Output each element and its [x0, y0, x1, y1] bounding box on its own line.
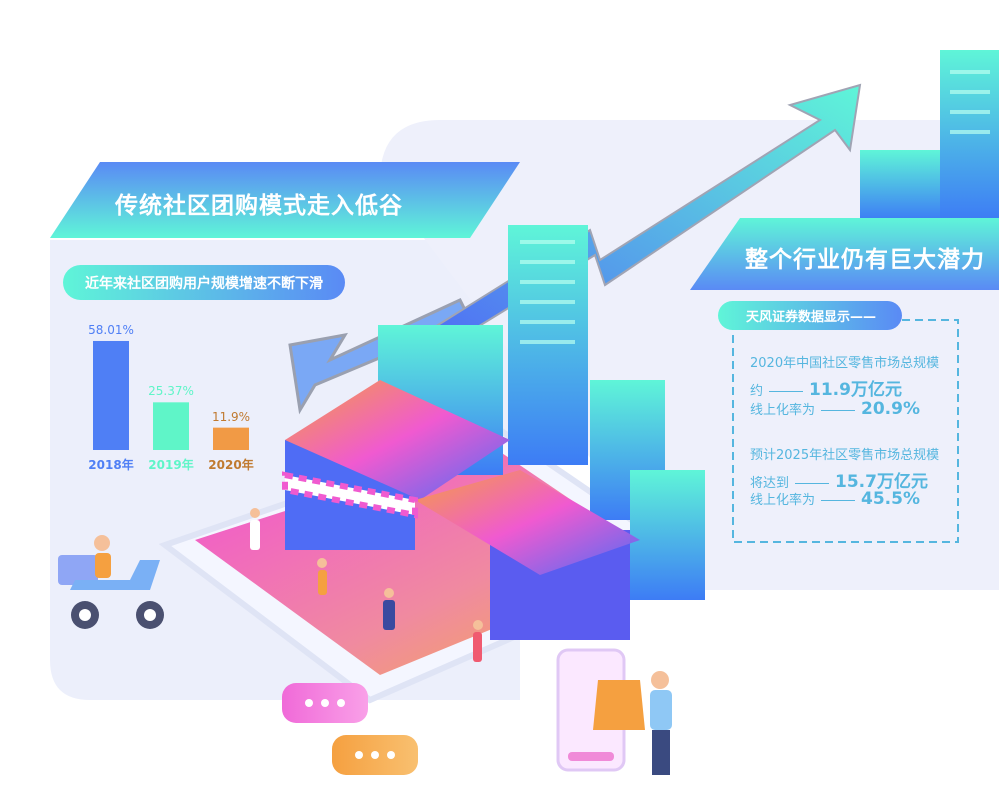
building: [860, 150, 940, 220]
bar-value-label: 11.9%: [211, 409, 251, 424]
bar-chart: [93, 340, 249, 450]
shopping-bag-icon: [593, 680, 645, 730]
bar-2019年: [153, 402, 189, 450]
right-title: 整个行业仍有巨大潜力: [745, 247, 985, 273]
online-rate-2025: 45.5%: [861, 489, 920, 509]
building: [630, 470, 705, 600]
sign-gou: [415, 470, 640, 575]
shoppers: [250, 508, 483, 662]
market-size-2025: 15.7万亿元: [835, 472, 928, 492]
market-size-2020: 11.9万亿元: [809, 380, 902, 400]
source-label: 天风证券数据显示——: [718, 301, 902, 330]
left-title: 传统社区团购模式走入低谷: [115, 193, 403, 219]
info-box-border: [732, 319, 959, 543]
left-title-banner-bg: [50, 162, 520, 238]
bar-category-label: 2020年: [208, 458, 254, 472]
awning: [282, 471, 418, 519]
bar-2018年: [93, 340, 129, 450]
delivery-scooter: [58, 535, 164, 629]
chart-subtitle: 近年来社区团购用户规模增速不断下滑: [63, 265, 345, 300]
info-line: 2020年中国社区零售市场总规模: [750, 356, 940, 371]
right-title-banner-bg: [690, 218, 999, 290]
online-rate-2020: 20.9%: [861, 399, 920, 419]
building: [508, 225, 588, 465]
building: [940, 50, 999, 220]
bar-value-label: 25.37%: [148, 384, 194, 399]
sign-tuan: [285, 380, 510, 500]
bar-category-label: 2018年: [88, 458, 134, 472]
info-line: 预计2025年社区零售市场总规模: [750, 448, 940, 463]
bar-2020年: [213, 427, 249, 450]
bar-value-label: 58.01%: [88, 322, 134, 337]
bar-category-label: 2019年: [148, 458, 194, 472]
